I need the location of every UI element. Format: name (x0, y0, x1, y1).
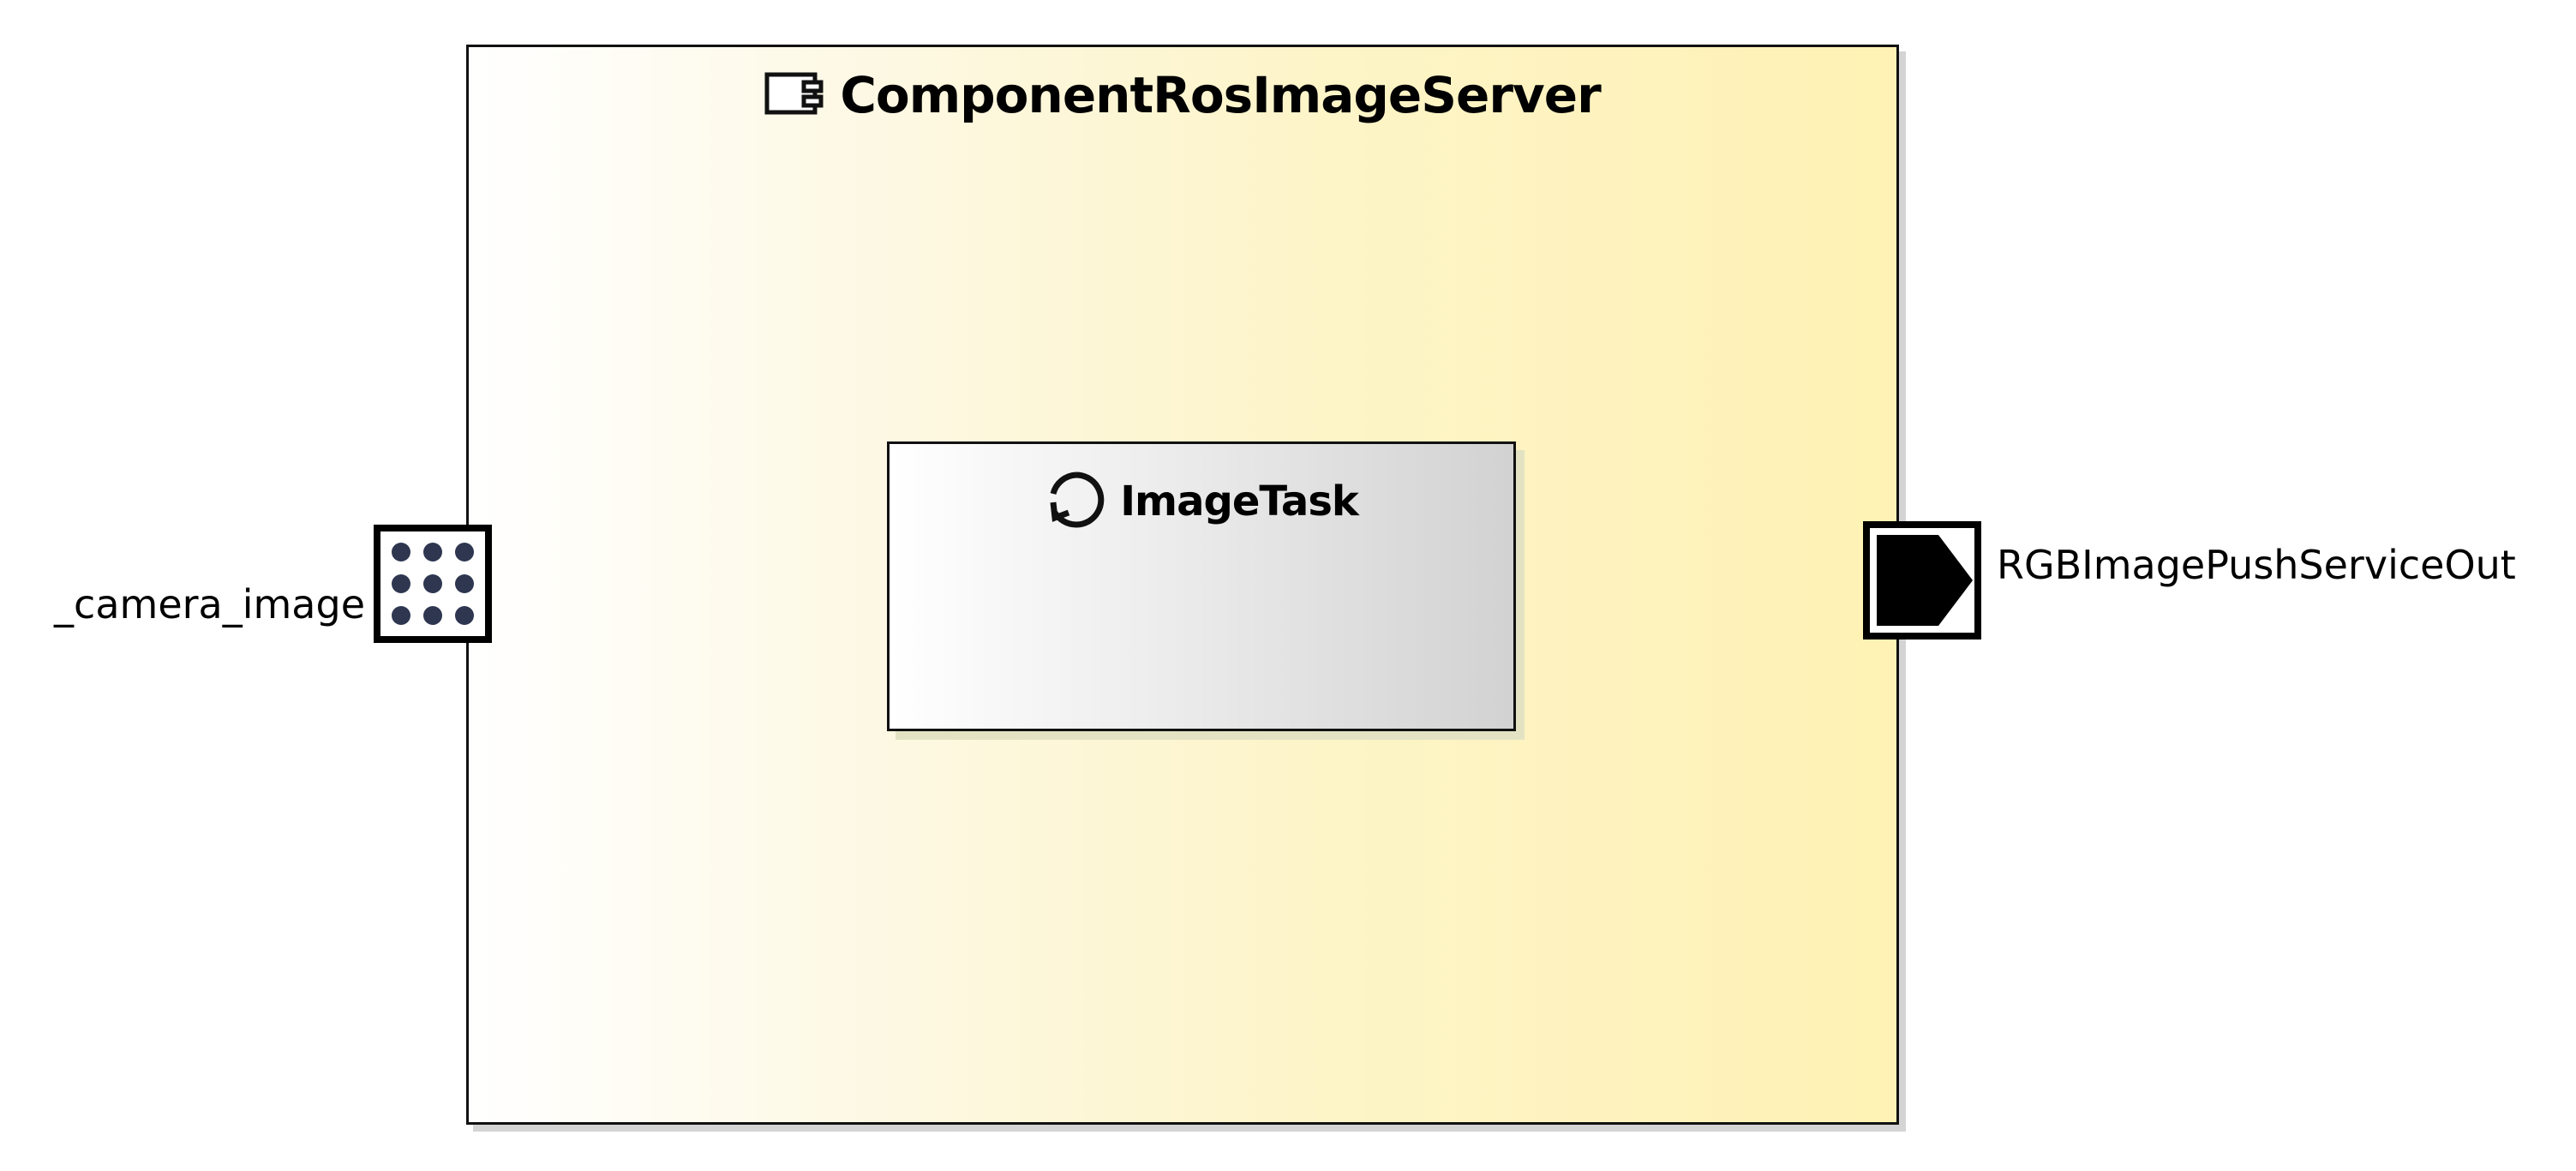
input-port-label: _camera_image (54, 581, 365, 628)
image-task-box[interactable]: ImageTask (887, 441, 1516, 731)
output-port[interactable] (1863, 521, 1981, 640)
task-title: ImageTask (1120, 477, 1359, 525)
input-port[interactable] (374, 525, 492, 643)
component-title: ComponentRosImageServer (840, 66, 1601, 124)
cyclic-task-icon (1045, 468, 1108, 535)
output-port-label: RGBImagePushServiceOut (1997, 542, 2516, 588)
component-header: ComponentRosImageServer (469, 66, 1896, 124)
task-header: ImageTask (890, 468, 1513, 535)
component-icon (764, 72, 824, 118)
component-box[interactable]: ComponentRosImageServer ImageTask (466, 45, 1899, 1125)
push-arrow-icon (1877, 535, 1973, 626)
dot-grid-icon (392, 543, 474, 625)
